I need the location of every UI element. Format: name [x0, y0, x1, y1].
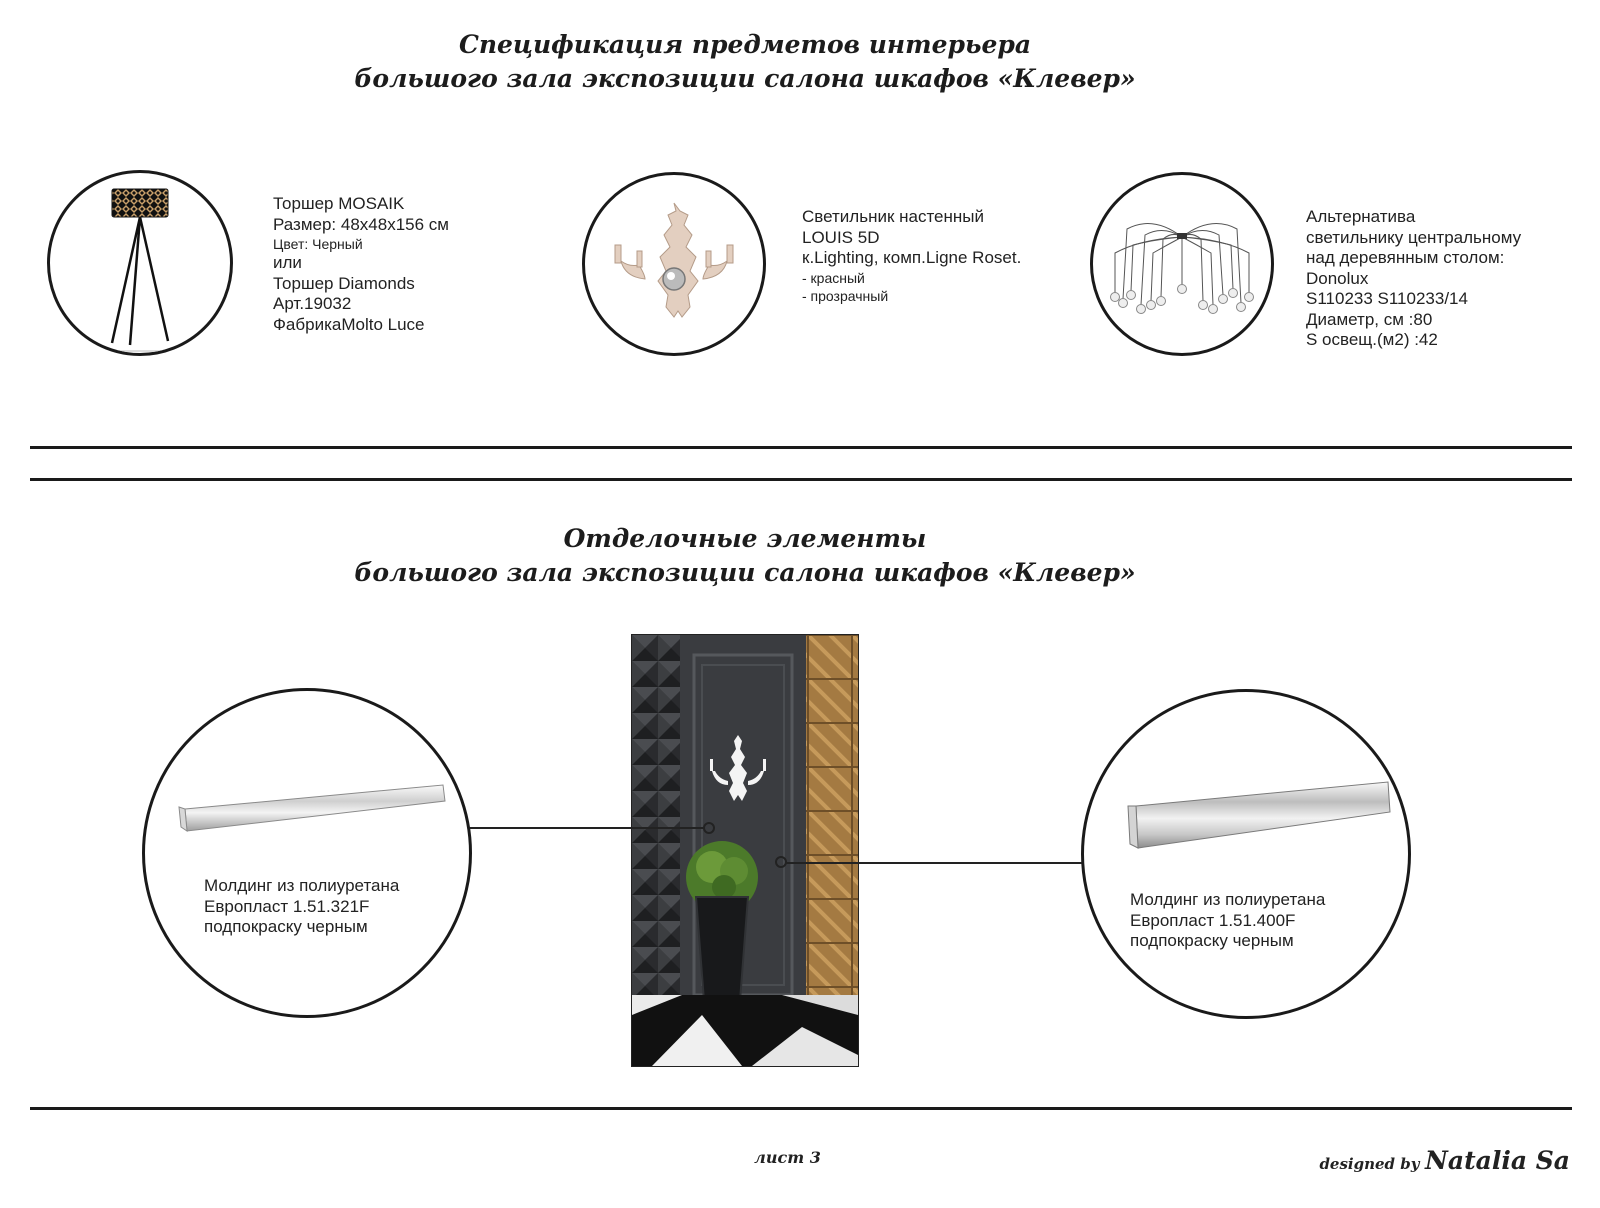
molding-circle-left — [142, 688, 472, 1018]
wall-sconce-icon — [614, 202, 734, 318]
floor-lamp-icon — [50, 188, 230, 352]
spec-line: S110233 S110233/14 — [1306, 289, 1468, 308]
footer-separator-line — [30, 1107, 1572, 1110]
spec-line: ФабрикаMolto Luce — [273, 314, 425, 334]
floor-lamp-image — [47, 170, 233, 356]
spec-line: Арт.19032 — [273, 294, 352, 313]
designed-by-label: designed by — [1319, 1155, 1420, 1173]
chandelier-icon — [1110, 223, 1254, 314]
page-title: Спецификация предметов интерьера большог… — [0, 28, 1490, 96]
connector-marker-left — [703, 822, 715, 834]
connector-line-right — [786, 862, 1082, 864]
molding-line: Европласт 1.51.321F — [204, 896, 370, 916]
molding-profile-icon — [178, 784, 446, 832]
connector-line-left — [470, 827, 704, 829]
wall-lamp-spec: Светильник настенный LOUIS 5D к.Lighting… — [802, 207, 1021, 305]
spec-line: Альтернатива — [1306, 207, 1416, 226]
molding-spec-right: Молдинг из полиуретана Европласт 1.51.40… — [1130, 890, 1325, 952]
interior-photo — [631, 634, 859, 1067]
spec-line: Размер: 48х48х156 см — [273, 214, 449, 234]
section-title: Отделочные элементы большого зала экспоз… — [0, 522, 1490, 590]
interior-illustration — [632, 635, 858, 1066]
molding-line: подпокраску черным — [1130, 931, 1294, 950]
wall-lamp-image — [582, 172, 766, 356]
spec-line: Диаметр, см :80 — [1306, 309, 1433, 329]
spec-color: Цвет: Черный — [273, 236, 363, 252]
spec-line: к.Lighting, комп.Ligne Roset. — [802, 248, 1022, 267]
spec-color-option: - прозрачный — [802, 287, 889, 304]
molding-line: Молдинг из полиуретана — [204, 876, 400, 895]
molding-line: Молдинг из полиуретана — [1130, 890, 1326, 909]
page-title-line2: большого зала экспозиции салона шкафов «… — [354, 64, 1136, 93]
chandelier-spec: Альтернатива светильнику центральному на… — [1306, 207, 1521, 351]
spec-line: S освещ.(м2) :42 — [1306, 330, 1438, 349]
separator-line — [30, 478, 1572, 481]
section-title-line1: Отделочные элементы — [563, 524, 927, 553]
spec-line: или — [273, 253, 302, 272]
molding-spec-left: Молдинг из полиуретана Европласт 1.51.32… — [204, 876, 399, 938]
sheet-number: лист 3 — [754, 1148, 821, 1167]
floor-lamp-spec: Торшер MOSAIK Размер: 48х48х156 см Цвет:… — [273, 194, 449, 335]
page-title-line1: Спецификация предметов интерьера — [458, 30, 1032, 59]
spec-line: над деревянным столом: — [1306, 248, 1505, 267]
spec-color-option: - красный — [802, 269, 865, 286]
spec-line: Торшер Diamonds — [273, 273, 415, 293]
molding-line: Европласт 1.51.400F — [1130, 910, 1296, 930]
spec-line: Торшер MOSAIK — [273, 194, 405, 213]
spec-line: LOUIS 5D — [802, 227, 880, 247]
designer-signature: designed by Natalia Sa — [1319, 1146, 1570, 1175]
spec-line: Светильник настенный — [802, 207, 984, 226]
separator-line — [30, 446, 1572, 449]
molding-circle-right — [1081, 689, 1411, 1019]
connector-marker-right — [775, 856, 787, 868]
section-title-line2: большого зала экспозиции салона шкафов «… — [354, 558, 1136, 587]
molding-profile-icon — [1127, 781, 1391, 849]
molding-line: подпокраску черным — [204, 917, 368, 936]
designer-name: Natalia Sa — [1425, 1146, 1570, 1175]
spec-line: светильнику центральному — [1306, 227, 1522, 247]
spec-line: Donolux — [1306, 268, 1369, 288]
chandelier-image — [1090, 172, 1274, 356]
